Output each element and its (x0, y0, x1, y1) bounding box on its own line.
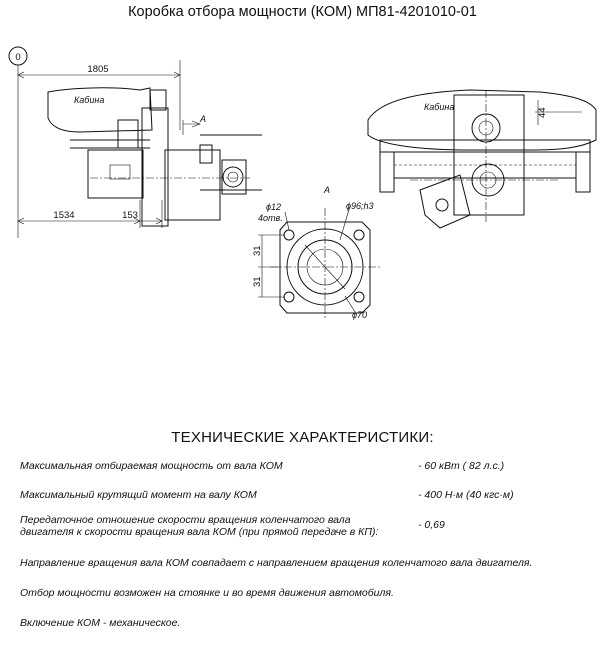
hole-diameter: ϕ12 (266, 202, 281, 212)
spec-row-power-label: Максимальная отбираемая мощность от вала… (20, 460, 283, 472)
page-title: Коробка отбора мощности (КОМ) МП81-42010… (128, 4, 477, 20)
front-view-right: Кабина 44 (367, 89, 597, 229)
specs-heading: ТЕХНИЧЕСКИЕ ХАРАКТЕРИСТИКИ: (171, 429, 434, 446)
note-operation: Отбор мощности возможен на стоянке и во … (20, 587, 394, 599)
hole-count: 4отв. (258, 213, 283, 223)
spec-row-torque-value: - 400 Н·м (40 кгс·м) (418, 489, 514, 501)
note-engagement: Включение КОМ - механическое. (20, 617, 181, 629)
bore-diameter: ϕ96;h3 (346, 201, 374, 211)
spec-row-ratio-label-line1: Передаточное отношение скорости вращения… (20, 514, 351, 526)
dim-1534: 1534 (53, 210, 74, 221)
section-label: A (323, 185, 330, 195)
label-cab-left: Кабина (74, 95, 104, 105)
label-cab-right: Кабина (424, 102, 454, 112)
note-rotation: Направление вращения вала КОМ совпадает … (20, 557, 533, 569)
view-arrow-label: A (199, 114, 206, 124)
side-view-left: 0 1805 Кабина A (8, 46, 262, 238)
dim-1805: 1805 (87, 64, 108, 75)
spec-row-ratio-label-line2: двигателя к скорости вращения вала КОМ (… (20, 526, 379, 538)
dim-31-bottom: 31 (252, 276, 263, 287)
flange-view-a: A ϕ12 4отв. ϕ96;h3 ϕ70 31 31 (252, 185, 382, 320)
pilot-diameter: ϕ70 (352, 310, 367, 320)
dim-153: 153 (122, 210, 138, 221)
view-marker-label: 0 (15, 52, 20, 63)
dim-31-top: 31 (252, 245, 263, 256)
dim-44: 44 (537, 107, 548, 118)
spec-row-power-value: - 60 кВт ( 82 л.с.) (418, 460, 505, 472)
technical-drawing: 0 1805 Кабина A (8, 46, 597, 320)
spec-row-ratio-value: - 0,69 (418, 519, 445, 531)
spec-row-torque-label: Максимальный крутящий момент на валу КОМ (20, 489, 257, 501)
